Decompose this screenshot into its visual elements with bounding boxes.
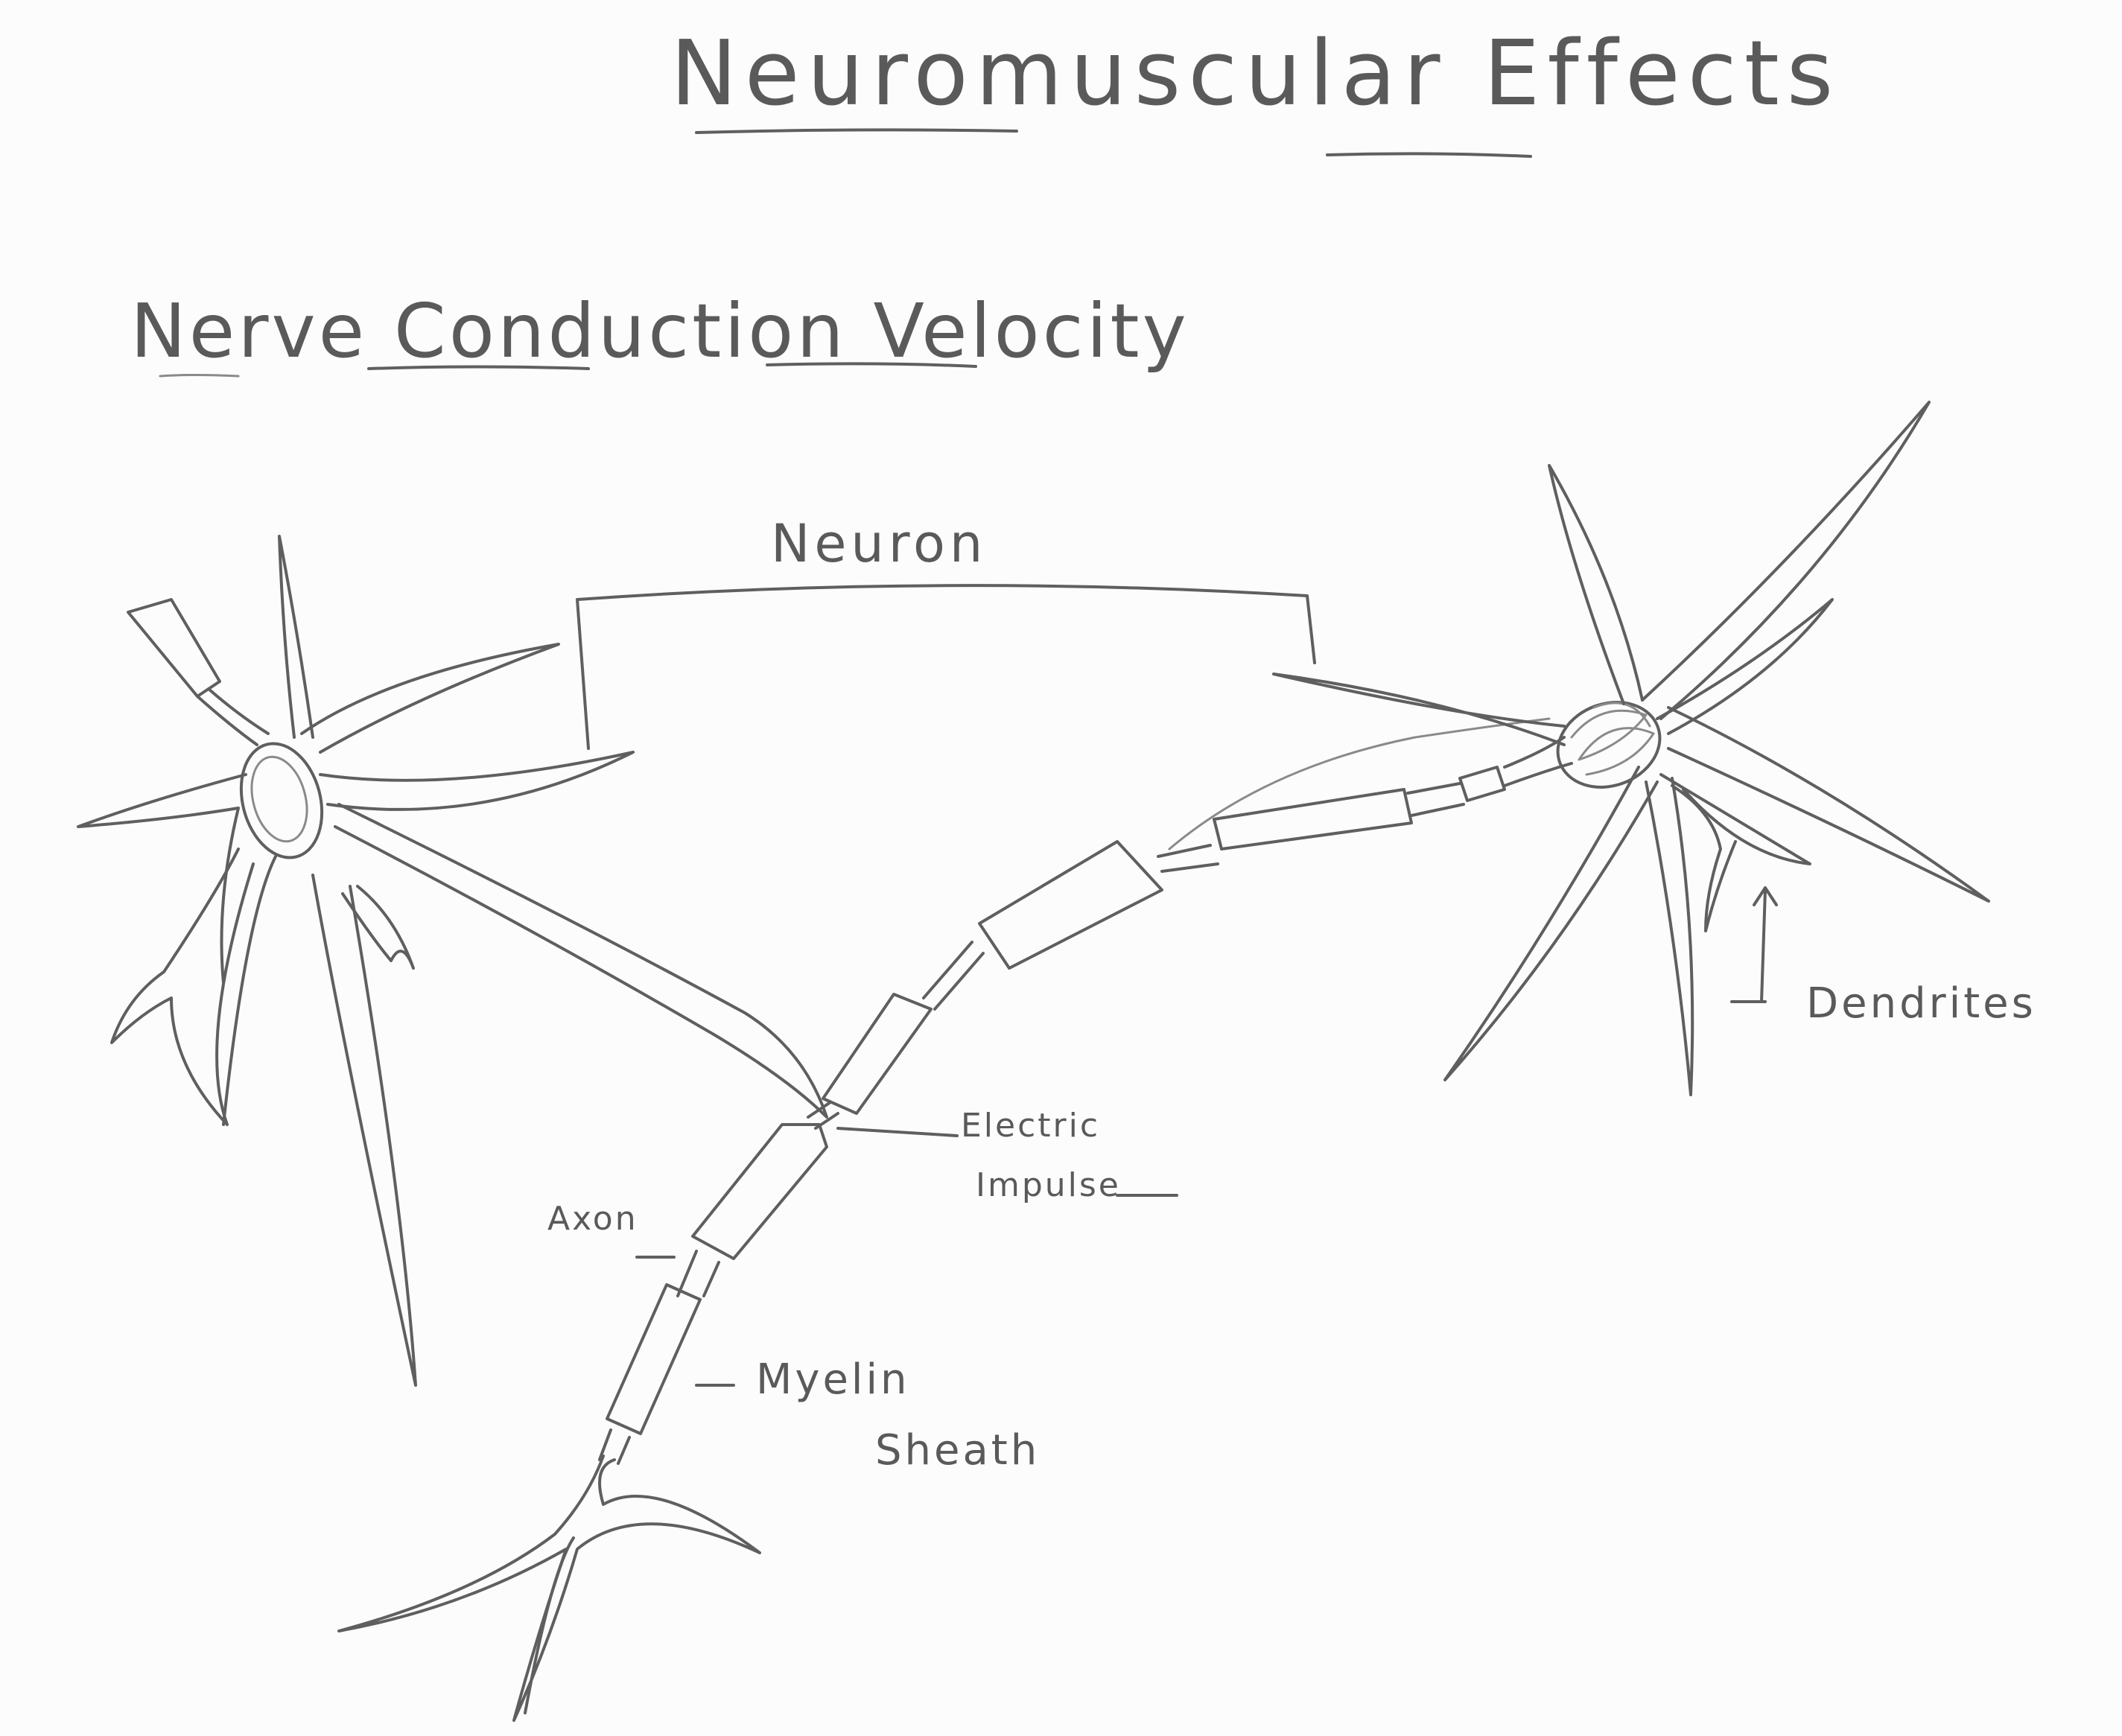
node-1: [676, 1250, 720, 1297]
right-dendrite-left: [1272, 673, 1566, 746]
right-dendrite-lower-right: [1667, 706, 1990, 903]
subtitle-underline-1: [159, 374, 240, 378]
label-dendrites: Dendrites: [1806, 979, 2036, 1028]
myelin-seg-2: [606, 1283, 702, 1435]
myelin-seg-3: [822, 993, 933, 1115]
node-5: [1406, 782, 1465, 817]
right-soma-scribble: [1570, 702, 1655, 776]
left-axon-arm: [334, 803, 828, 1119]
label-impulse: Impulse: [976, 1166, 1121, 1204]
title-underline-2: [1326, 152, 1532, 158]
axon-terminal-2: [524, 1536, 575, 1714]
axon-chain: [337, 717, 1551, 1722]
right-dendrite-bottom: [1645, 777, 1694, 1096]
node-4: [1157, 844, 1219, 873]
node-2: [598, 1428, 631, 1465]
page-subtitle: Nerve Conduction Velocity: [130, 287, 1189, 375]
label-sheath: Sheath: [875, 1426, 1041, 1475]
right-dendrite-lower-short: [1659, 773, 1811, 865]
left-nucleus-inner: [250, 755, 308, 843]
left-dendrite-right: [319, 751, 635, 811]
axon-terminal: [337, 1454, 761, 1722]
left-top-axon: [196, 687, 270, 746]
neuron-bracket: [576, 584, 1316, 750]
label-neuron: Neuron: [771, 513, 988, 574]
node-3: [922, 941, 985, 1011]
label-electric: Electric: [961, 1107, 1101, 1145]
subtitle-underline-2: [367, 365, 590, 370]
left-dendrite-left: [77, 773, 247, 985]
left-dendrite-lower-left: [110, 848, 255, 1126]
left-dendrite-top: [278, 535, 314, 739]
faint-axon: [1168, 717, 1551, 850]
left-neuron: [77, 535, 828, 1387]
myelin-seg-6: [1458, 766, 1506, 802]
subtitle-underline-3: [766, 362, 977, 368]
title-underline-1: [695, 128, 1018, 134]
right-dendrite-mid-right: [1656, 598, 1834, 735]
label-myelin: Myelin: [756, 1355, 910, 1404]
left-dendrite-lower: [222, 855, 277, 1126]
label-axon: Axon: [547, 1200, 638, 1238]
left-top-myelin: [127, 598, 221, 698]
left-dendrite-inner: [341, 885, 415, 970]
left-dendrite-upper-right: [300, 643, 560, 754]
myelin-seg-4: [978, 840, 1163, 970]
myelin-seg-1: [691, 1123, 828, 1260]
right-dendrite-inner: [1671, 784, 1737, 932]
page-title: Neuromuscular Effects: [670, 22, 1841, 126]
left-dendrite-bottom: [311, 874, 417, 1387]
dendrites-arrow: [1730, 886, 1778, 1003]
right-dendrite-bottom-left: [1443, 766, 1659, 1081]
right-dendrite-top-right: [1641, 401, 1931, 720]
right-dendrite-top: [1548, 464, 1644, 705]
left-nucleus: [239, 742, 324, 859]
myelin-seg-5: [1213, 788, 1413, 850]
right-hillock: [1503, 736, 1573, 787]
right-neuron: [1272, 401, 1990, 1096]
electric-leader: [836, 1127, 959, 1137]
